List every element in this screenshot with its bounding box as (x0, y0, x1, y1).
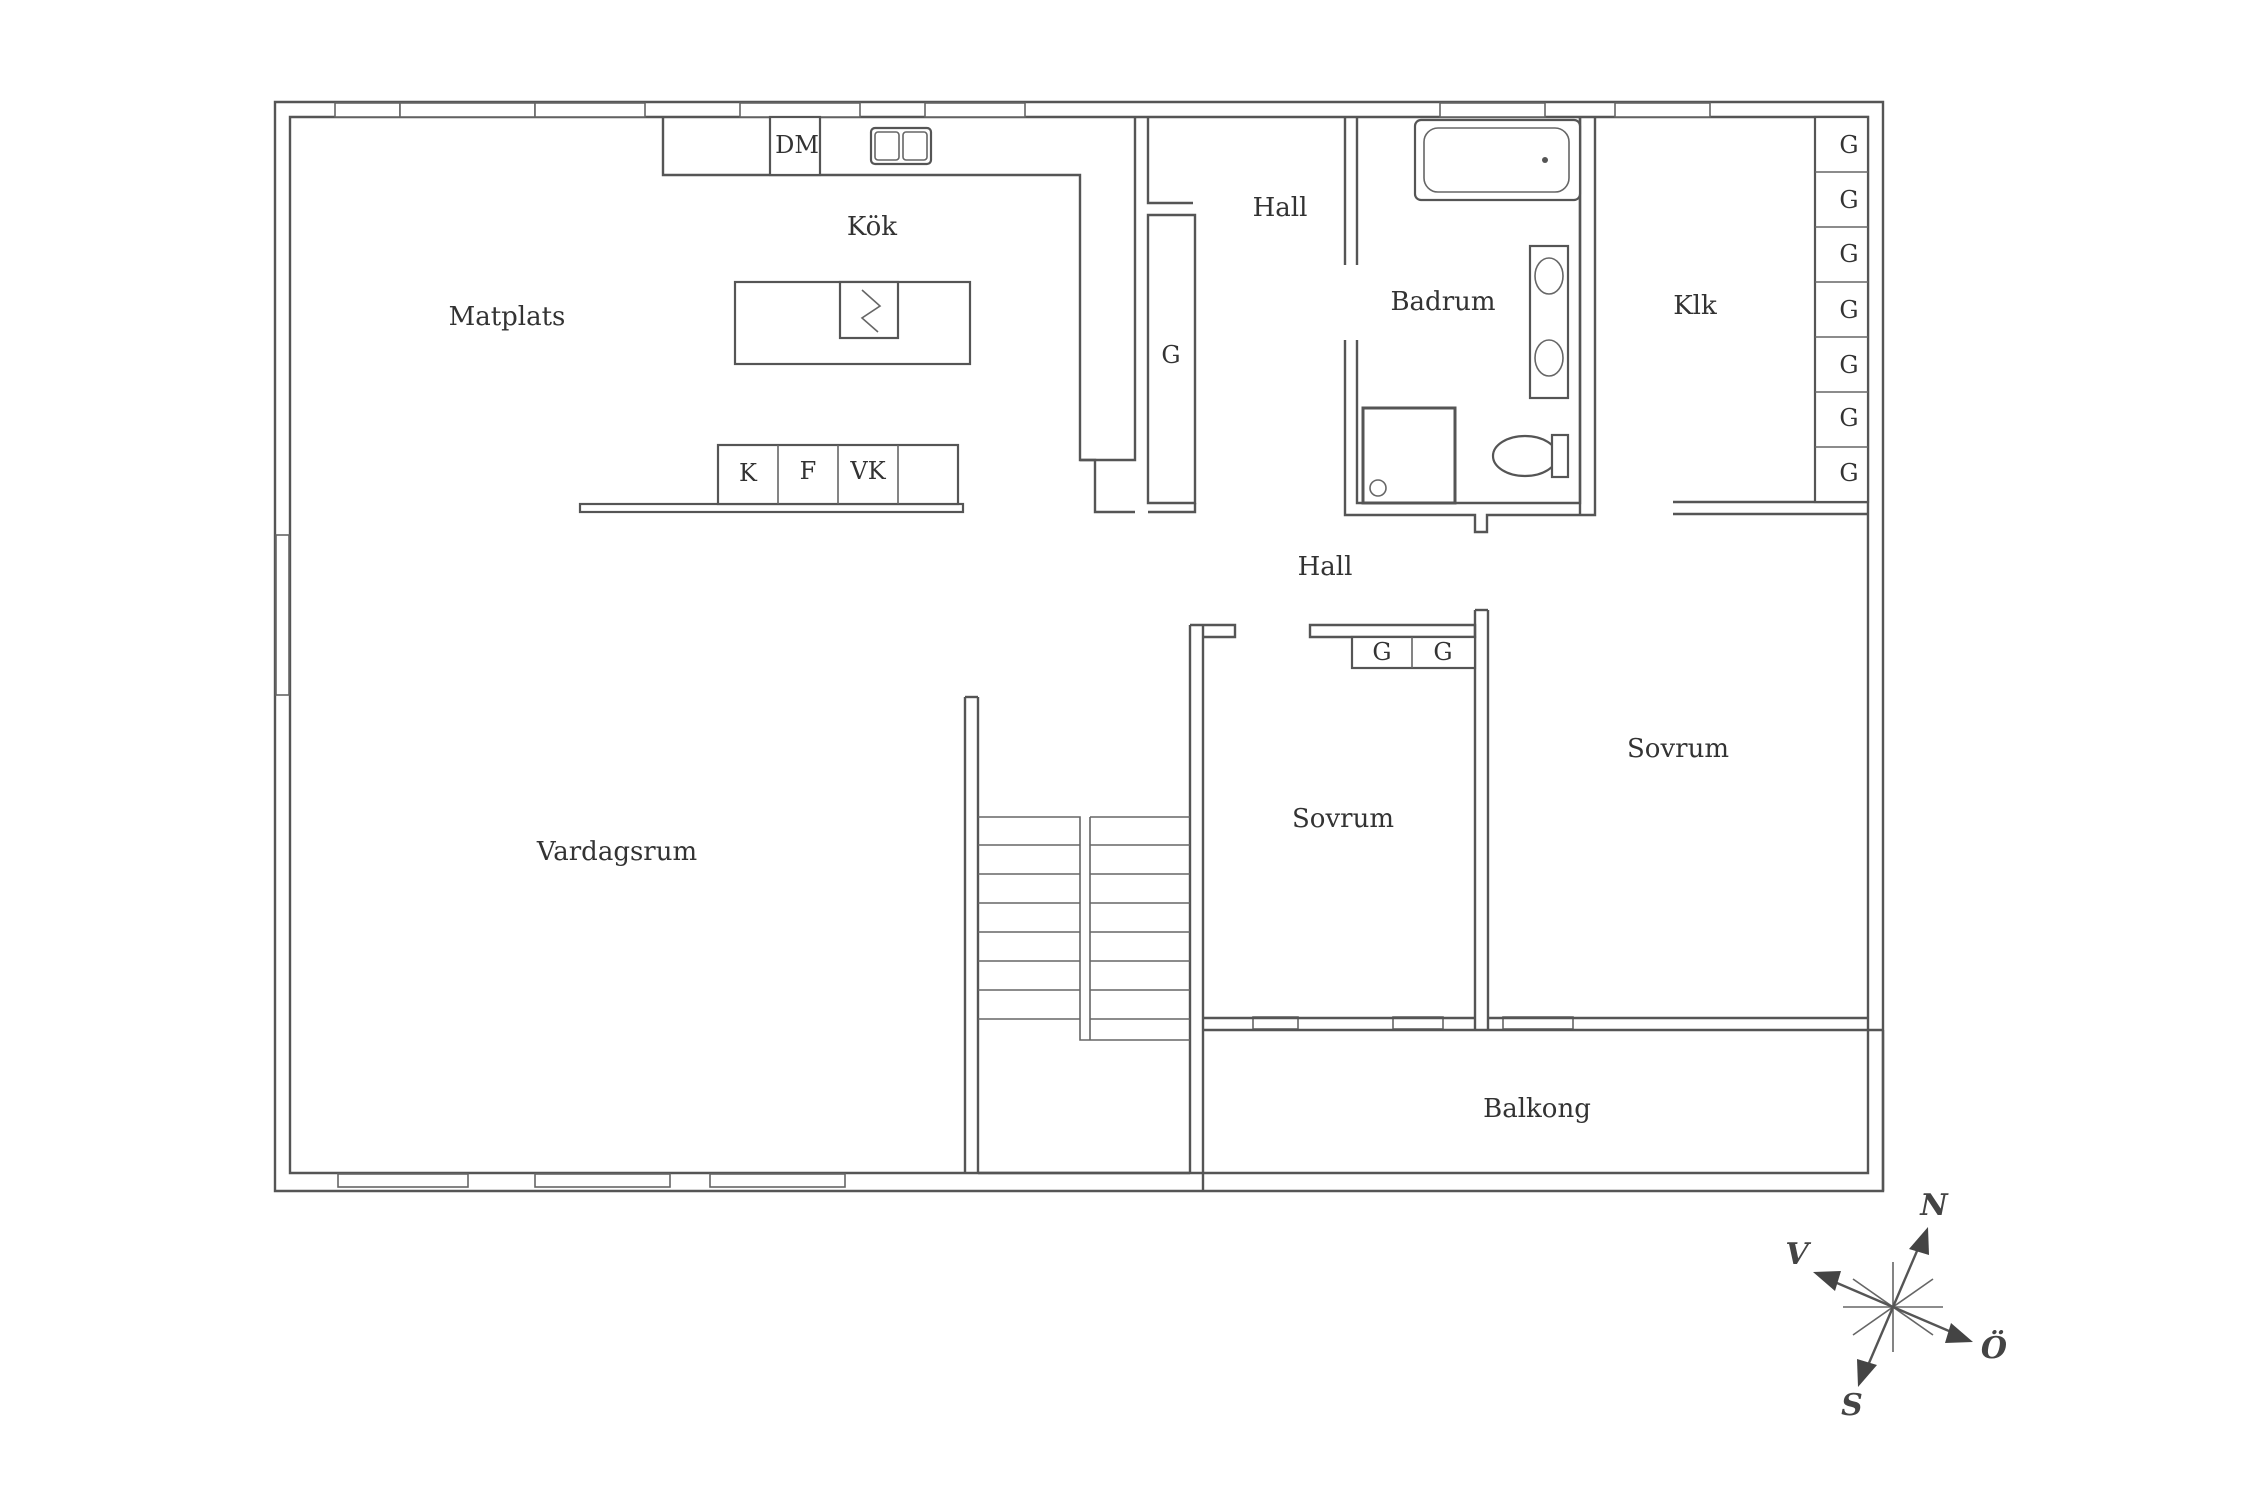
closets (1350, 115, 1870, 670)
label-balkong: Balkong (1483, 1094, 1591, 1124)
label-closet-klk-1: G (1839, 131, 1858, 159)
label-kok: Kök (847, 212, 897, 242)
label-badrum: Badrum (1390, 287, 1495, 317)
label-closet-klk-6: G (1839, 404, 1858, 432)
label-closet-hall-2: G (1433, 638, 1452, 666)
stairs (978, 816, 1190, 1041)
label-closet-klk-7: G (1839, 459, 1858, 487)
compass-o: Ö (1981, 1329, 2007, 1366)
compass-s: S (1841, 1388, 1863, 1423)
label-closet-corridor: G (1161, 341, 1180, 369)
arrow-west-icon (1813, 1271, 1841, 1291)
label-hall-top: Hall (1253, 193, 1308, 223)
label-k: K (739, 459, 758, 487)
label-vardagsrum: Vardagsrum (536, 837, 697, 867)
interior-walls (578, 117, 1885, 1191)
arrow-east-icon (1945, 1323, 1973, 1343)
label-sovrum-left: Sovrum (1292, 804, 1394, 834)
bathroom-fixtures (1361, 118, 1582, 505)
label-hall-mid: Hall (1298, 552, 1353, 582)
label-sovrum-right: Sovrum (1627, 734, 1729, 764)
kitchen-fixtures (716, 115, 972, 506)
windows (275, 102, 1711, 1188)
label-closet-klk-2: G (1839, 186, 1858, 214)
label-matplats: Matplats (449, 302, 566, 332)
compass-n: N (1919, 1188, 1949, 1223)
label-dm: DM (775, 131, 819, 159)
label-closet-hall-1: G (1372, 638, 1391, 666)
compass-rose: N Ö S V (1785, 1188, 2007, 1423)
arrow-south-icon (1857, 1359, 1877, 1387)
label-closet-klk-5: G (1839, 351, 1858, 379)
label-closet-klk-4: G (1839, 296, 1858, 324)
label-f: F (800, 457, 817, 485)
compass-v: V (1785, 1237, 1811, 1272)
label-vk: VK (849, 457, 886, 485)
label-closet-klk-3: G (1839, 240, 1858, 268)
label-klk: Klk (1673, 291, 1717, 321)
arrow-north-icon (1909, 1227, 1929, 1255)
